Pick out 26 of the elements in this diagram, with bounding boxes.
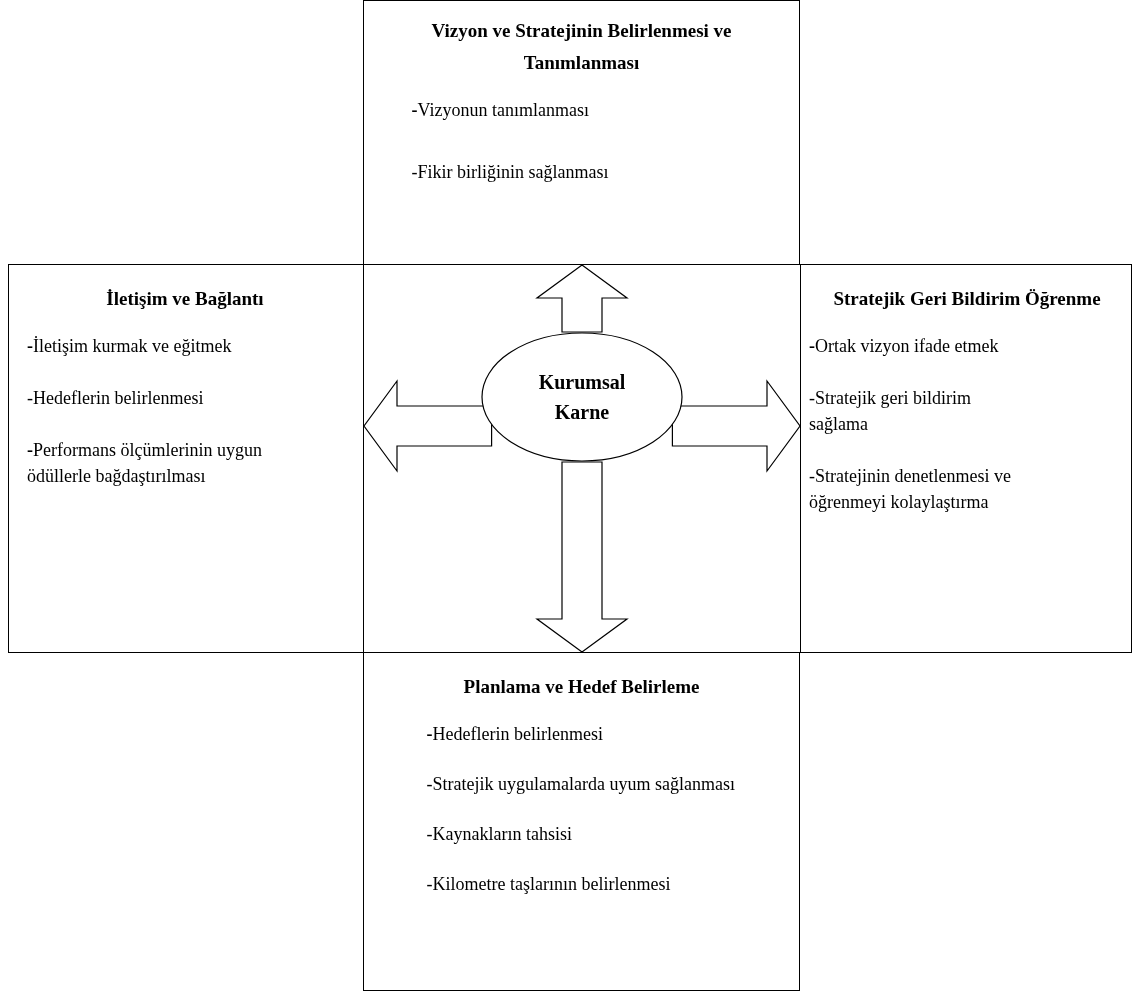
- bullet-item: -Stratejik geri bildirim sağlama: [809, 387, 972, 436]
- section-box: [363, 652, 800, 991]
- bullet-item: -Hedeflerin belirlenmesi: [27, 387, 205, 410]
- bullet-item: -Performans ölçümlerinin uygun ödüllerle bağdaştırılması: [27, 439, 263, 488]
- bullet-item: -Kaynakların tahsisi: [426, 823, 573, 846]
- bullet-item: -İletişim kurmak ve eğitmek: [27, 335, 233, 358]
- box-heading: İletişim ve Bağlantı: [105, 287, 265, 311]
- bullet-item: -Stratejik uygulamalarda uyum sağlanması: [426, 773, 736, 796]
- section-box: [8, 264, 364, 653]
- bullet-item: -Stratejinin denetlenmesi ve öğrenmeyi kolaylaştırma: [809, 465, 1012, 514]
- section-box: [800, 264, 1132, 653]
- bullet-item: -Fikir birliğinin sağlanması: [411, 161, 610, 184]
- box-heading: Vizyon ve Stratejinin Belirlenmesi ve Tanımlanması: [430, 19, 733, 75]
- center-ellipse: [481, 332, 683, 462]
- block-arrow: [535, 264, 629, 333]
- block-arrow: [671, 379, 801, 473]
- ellipse-label: Kurumsal Karne: [537, 370, 627, 425]
- bullet-item: -Ortak vizyon ifade etmek: [809, 335, 1000, 358]
- block-arrow: [535, 461, 629, 653]
- box-heading: Stratejik Geri Bildirim Öğrenme: [832, 287, 1102, 311]
- bullet-item: -Hedeflerin belirlenmesi: [426, 723, 604, 746]
- section-box: [363, 0, 800, 265]
- bullet-item: -Vizyonun tanımlanması: [411, 99, 590, 122]
- bullet-item: -Kilometre taşlarının belirlenmesi: [426, 873, 672, 896]
- block-arrow: [363, 379, 493, 473]
- box-heading: Planlama ve Hedef Belirleme: [462, 675, 701, 699]
